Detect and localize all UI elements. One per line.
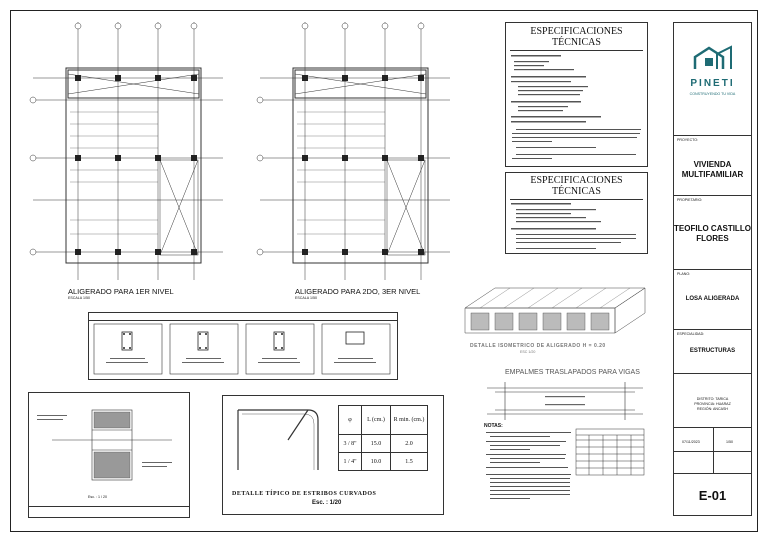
company-slogan: CONSTRUYENDO TU VIDA — [689, 92, 736, 96]
specs-title-1: ESPECIFICACIONES TÉCNICAS — [530, 26, 623, 48]
column-detail — [37, 409, 172, 481]
specs-text-lines-1 — [511, 55, 641, 159]
plan-name: LOSA ALIGERADA — [685, 296, 740, 302]
plan-1-title: ALIGERADO PARA 1ER NIVEL — [68, 287, 174, 296]
isometric-title: DETALLE ISOMETRICO DE ALIGERADO H = 0.20 — [470, 343, 606, 349]
owner-name: TEOFILO CASTILLO FLORES — [674, 224, 751, 243]
hook-table-cell: 3 / 8" — [338, 434, 362, 453]
splice-values-table — [575, 428, 645, 476]
hook-table-cell: 2.0 — [390, 434, 428, 453]
specs-text-lines-2 — [511, 203, 636, 249]
title-block: PINETI CONSTRUYENDO TU VIDA PROYECTO: VI… — [673, 22, 752, 516]
project-cell: PROYECTO: VIVIENDA MULTIFAMILIAR — [674, 135, 751, 196]
hook-detail-panel — [222, 395, 444, 515]
sheet-cell: E-01 — [674, 473, 751, 516]
floor-plan-2 — [256, 22, 450, 280]
column-detail-scale: Esc. : 1 / 20 — [88, 495, 107, 499]
column-detail-panel — [28, 392, 190, 518]
plan-cell: PLANO: LOSA ALIGERADA — [674, 269, 751, 330]
company-logo-icon — [693, 45, 732, 69]
plan-2-title: ALIGERADO PARA 2DO, 3ER NIVEL — [295, 287, 421, 296]
hook-table: φ L (cm.) R min. (cm.) 3 / 8" 15.0 2.0 1… — [338, 405, 428, 471]
hook-drawing — [237, 409, 319, 470]
isometric-scale: ESC 1/20 — [520, 350, 536, 354]
drawing-sheet — [10, 10, 758, 532]
location-line: REGIÓN: ANCASH — [697, 407, 728, 411]
scale-value: 1/50 — [726, 440, 733, 444]
location-cell: DISTRITO: TARICA PROVINCIA: HUARAZ REGIÓ… — [674, 373, 751, 428]
sheet-number: E-01 — [698, 488, 727, 503]
hook-table-header: L (cm.) — [361, 405, 391, 435]
location-line: DISTRITO: TARICA — [696, 397, 729, 401]
splices-title: EMPALMES TRASLAPADOS PARA VIGAS — [505, 369, 640, 376]
specialty-cell: ESPECIALIDAD: ESTRUCTURAS — [674, 329, 751, 374]
project-name: VIVIENDA MULTIFAMILIAR — [681, 160, 744, 179]
specs-title-2: ESPECIFICACIONES TÉCNICAS — [530, 175, 623, 197]
specs-box-2: ESPECIFICACIONES TÉCNICAS — [505, 172, 648, 254]
hook-table-cell: 10.0 — [361, 452, 391, 471]
notes-title: NOTAS: — [484, 423, 503, 429]
beam-sections — [93, 323, 391, 375]
date-scale-row: 07/11/2023 1/50 — [674, 427, 751, 452]
specs-box-1: ESPECIFICACIONES TÉCNICAS — [505, 22, 648, 167]
isometric-slab-detail — [464, 287, 646, 334]
notes-text-lines — [486, 432, 571, 499]
owner-cell: PROPIETARIO: TEOFILO CASTILLO FLORES — [674, 195, 751, 270]
date-value: 07/11/2023 — [682, 440, 700, 444]
drafter-row — [674, 451, 751, 474]
floor-plan-1 — [29, 22, 223, 280]
hook-table-header: φ — [338, 405, 362, 435]
hook-detail-scale: Esc. : 1/20 — [312, 500, 342, 506]
splice-diagram — [487, 382, 643, 420]
specialty-name: ESTRUCTURAS — [689, 348, 736, 354]
hook-detail-title: DETALLE TÍPICO DE ESTRIBOS CURVADOS — [232, 491, 377, 497]
beam-sections-panel — [88, 312, 398, 380]
location-line: PROVINCIA: HUARAZ — [694, 402, 731, 406]
hook-table-cell: 15.0 — [361, 434, 391, 453]
plan-2-scale: ESCALA 1/50 — [295, 296, 317, 300]
hook-table-cell: 1.5 — [390, 452, 428, 471]
hook-table-header: R min. (cm.) — [390, 405, 428, 435]
plan-1-scale: ESCALA 1/50 — [68, 296, 90, 300]
company-name: PINETI — [690, 78, 735, 89]
hook-table-cell: 1 / 4" — [338, 452, 362, 471]
